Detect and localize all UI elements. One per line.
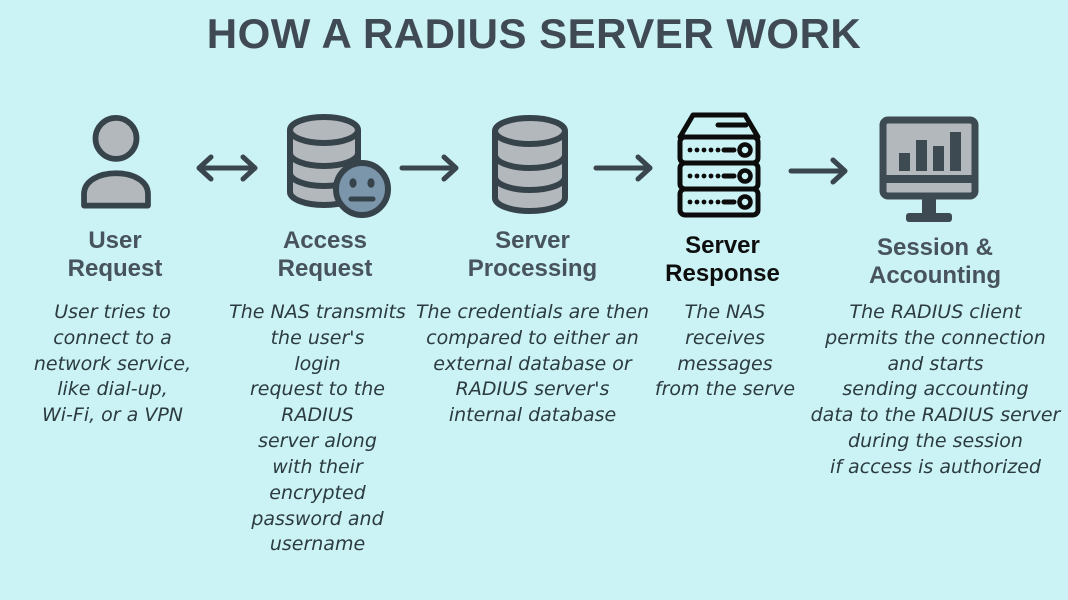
- step-desc-session-accounting: The RADIUS client permits the connection…: [810, 301, 1061, 478]
- right-arrow-icon: [591, 148, 657, 188]
- step-desc-user-request: User tries to connect to a network servi…: [33, 301, 192, 427]
- step-desc-access-request: The NAS transmits the user's login reque…: [229, 301, 406, 556]
- step-heading-session-accounting: Session & Accounting: [869, 234, 1001, 289]
- double-arrow-icon: [192, 148, 262, 188]
- person-icon: [75, 112, 157, 214]
- step-heading-user-request: User Request: [67, 227, 163, 282]
- monitor-chart-icon: [876, 113, 982, 225]
- database-icon: [485, 112, 575, 217]
- step-desc-server-response: The NAS receives messages from the serve: [654, 301, 796, 401]
- step-heading-access-request: Access Request: [277, 227, 373, 282]
- server-rack-icon: [666, 108, 772, 222]
- step-desc-server-processing: The credentials are then compared to eit…: [415, 301, 650, 427]
- database-face-icon: [278, 112, 393, 220]
- page-title: HOW A RADIUS SERVER WORK: [206, 10, 862, 57]
- right-arrow-icon: [786, 151, 852, 191]
- right-arrow-icon: [397, 148, 463, 188]
- step-heading-server-response: Server Response: [665, 232, 780, 287]
- step-heading-server-processing: Server Processing: [467, 227, 598, 282]
